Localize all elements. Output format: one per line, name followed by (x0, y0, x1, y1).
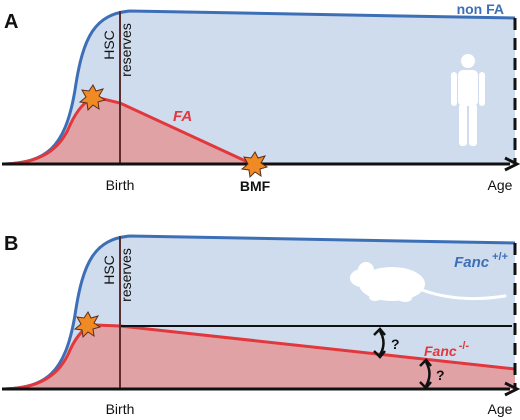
fanc-ko-name: Fanc (424, 343, 457, 359)
fanc-wt-genotype: +/+ (492, 251, 508, 263)
mouse-silhouette-icon (350, 262, 507, 302)
bmf-star-icon (240, 151, 269, 179)
birth-label: Birth (106, 177, 135, 193)
bmf-label: BMF (240, 178, 271, 194)
age-label: Age (488, 177, 513, 193)
non-fa-label: non FA (457, 1, 504, 17)
difference-arrow-1 (373, 327, 386, 359)
human-silhouette-icon (451, 54, 485, 146)
fanc-wt-label: Fanc+/+ (454, 251, 508, 271)
age-label: Age (488, 401, 513, 417)
difference-arrow-2 (419, 358, 432, 390)
reserves-label: reserves (118, 248, 134, 302)
fanc-ko-label: Fanc-/- (424, 340, 469, 359)
fanc-ko-area (5, 325, 515, 389)
fanc-wt-name: Fanc (454, 254, 490, 271)
question-mark-2: ? (436, 367, 445, 383)
panel-b: B HSC reserves Fanc+/+ Fanc-/- ? ? Birth… (2, 233, 520, 417)
panel-b-letter: B (4, 233, 18, 255)
hsc-label: HSC (101, 255, 117, 285)
damage-star-icon (78, 84, 107, 112)
birth-label: Birth (106, 401, 135, 417)
hsc-label: HSC (101, 30, 117, 60)
question-mark-1: ? (391, 336, 400, 352)
damage-star-icon (73, 311, 102, 339)
reserves-label: reserves (118, 23, 134, 77)
fa-area (5, 97, 252, 164)
fanc-ko-genotype: -/- (459, 340, 470, 352)
axis-arrowhead (504, 156, 520, 172)
panel-a-letter: A (4, 11, 18, 33)
axis-arrowhead (504, 381, 520, 397)
fa-label: FA (173, 108, 192, 125)
panel-a: A HSC reserves non FA FA Birth BMF Age (2, 1, 520, 194)
